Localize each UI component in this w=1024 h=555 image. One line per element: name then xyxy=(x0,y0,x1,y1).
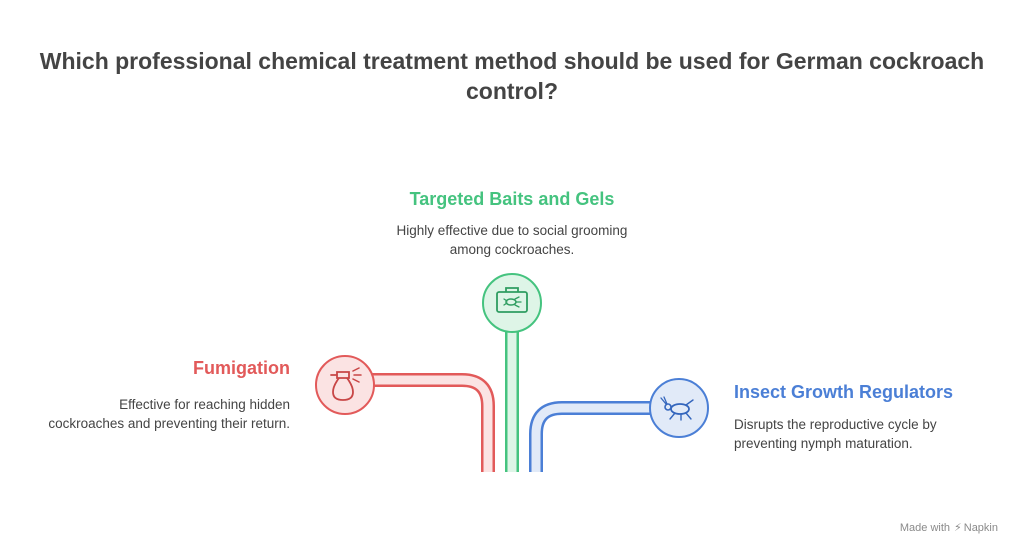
bait-station-icon xyxy=(482,273,542,333)
igr-description: Disrupts the reproductive cycle by preve… xyxy=(734,417,937,451)
igr-pipe xyxy=(529,401,652,472)
watermark-prefix: Made with xyxy=(899,522,951,534)
igr-heading: Insect Growth Regulators xyxy=(734,382,954,402)
fumigation-heading: Fumigation xyxy=(193,358,290,378)
watermark[interactable]: Made with⚡Napkin xyxy=(900,521,998,534)
baits-description: Highly effective due to social grooming … xyxy=(396,223,628,257)
cockroach-icon xyxy=(649,378,709,438)
baits-heading: Targeted Baits and Gels xyxy=(409,189,615,209)
fumigation-pipe xyxy=(372,373,495,472)
watermark-brand: Napkin xyxy=(963,522,998,534)
fumigation-description: Effective for reaching hidden cockroache… xyxy=(48,397,290,431)
napkin-logo-icon: ⚡ xyxy=(954,522,962,534)
spray-bottle-icon xyxy=(315,355,375,415)
diagram-title: Which professional chemical treatment me… xyxy=(39,48,985,104)
